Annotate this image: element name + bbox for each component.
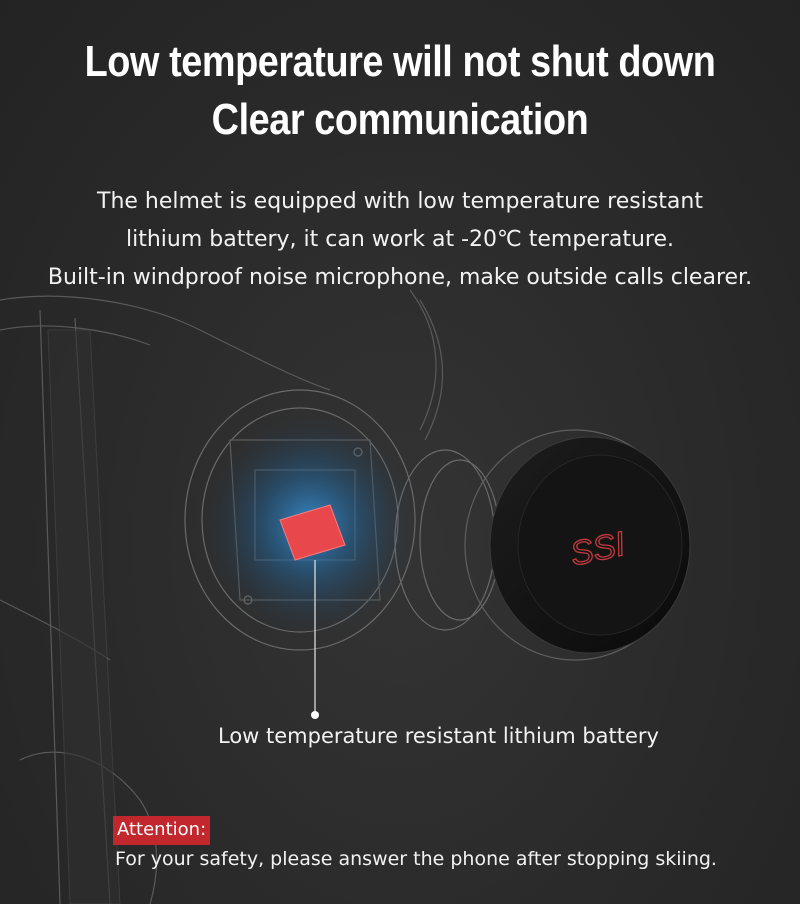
description-line-1: The helmet is equipped with low temperat… <box>97 189 703 214</box>
earpiece-cap <box>464 429 691 661</box>
safety-note: For your safety, please answer the phone… <box>115 848 717 870</box>
battery-icon <box>279 504 346 561</box>
helmet-strap <box>47 329 121 904</box>
description-line-3: Built-in windproof noise microphone, mak… <box>47 265 753 290</box>
headline-line-1: Low temperature will not shut down <box>84 37 716 86</box>
description-line-2: lithium battery, it can work at -20℃ tem… <box>125 227 675 252</box>
headline-line-2: Clear communication <box>211 95 589 144</box>
battery-callout-label: Low temperature resistant lithium batter… <box>218 724 659 748</box>
callout-dot <box>311 711 319 719</box>
attention-badge: Attention: <box>113 816 211 845</box>
